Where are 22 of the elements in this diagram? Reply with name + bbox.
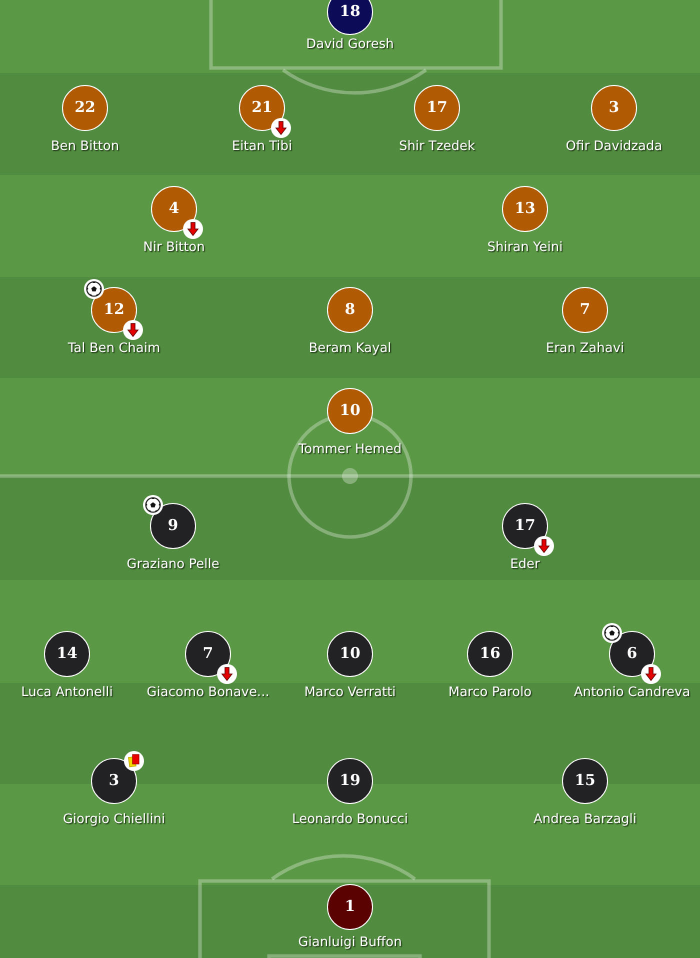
player-name: Tommer Hemed [298, 442, 402, 458]
player-name: Gianluigi Buffon [298, 935, 402, 951]
player-name: David Goresh [306, 37, 394, 53]
player-name: Marco Verratti [304, 685, 396, 701]
player-name: Giorgio Chiellini [62, 812, 166, 828]
player-name: Beram Kayal [308, 341, 392, 357]
player-name: Giacomo Bonave... [146, 685, 270, 701]
player-name: Shir Tzedek [398, 139, 476, 155]
player-name: Luca Antonelli [21, 685, 113, 701]
player-name: Graziano Pelle [126, 557, 220, 573]
player-name: Eitan Tibi [232, 139, 292, 155]
player-name: Marco Parolo [448, 685, 532, 701]
player-name: Tal Ben Chaim [68, 341, 160, 357]
player-name: Eran Zahavi [546, 341, 624, 357]
player-name: Ben Bitton [50, 139, 120, 155]
player-name: Shiran Yeini [487, 240, 563, 256]
player-name: Ofir Davidzada [566, 139, 662, 155]
player-name: Eder [510, 557, 540, 573]
player-name: Nir Bitton [143, 240, 205, 256]
player-name: Antonio Candreva [574, 685, 690, 701]
player-name: Andrea Barzagli [533, 812, 637, 828]
player-name: Leonardo Bonucci [292, 812, 408, 828]
